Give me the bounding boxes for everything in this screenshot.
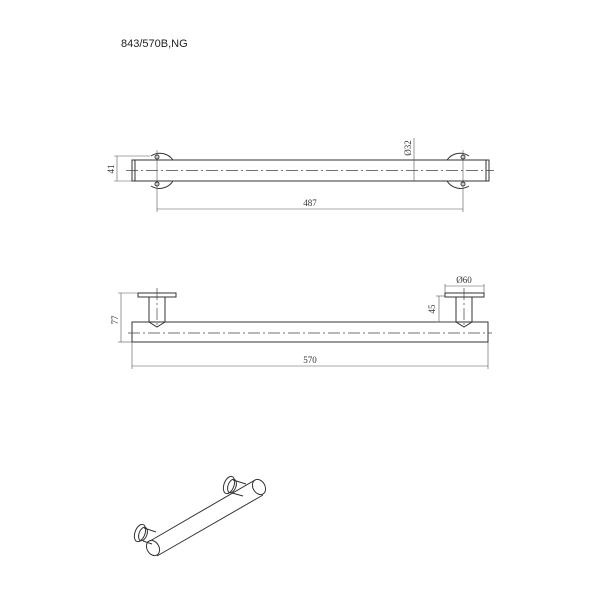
- dim-height: 41: [106, 165, 116, 174]
- drawing-title: 843/570B,NG: [121, 38, 188, 50]
- top-view: 487 41 Ø32: [106, 138, 494, 212]
- left-flange: [150, 152, 174, 189]
- dim-centers: 487: [303, 198, 317, 208]
- left-post: [148, 297, 166, 328]
- side-view: 77 45 Ø60 570: [110, 275, 492, 369]
- iso-bar: [149, 479, 264, 557]
- dim-depth: 77: [110, 315, 120, 325]
- dim-projection: 45: [427, 304, 437, 314]
- right-plate: [444, 292, 485, 298]
- right-flange: [446, 152, 470, 189]
- right-post: [455, 297, 473, 328]
- dim-flange: Ø60: [456, 275, 472, 285]
- bar-side: [131, 321, 489, 343]
- dim-length: 570: [303, 355, 317, 365]
- isometric-view: [133, 475, 267, 557]
- dim-diameter: Ø32: [403, 140, 413, 156]
